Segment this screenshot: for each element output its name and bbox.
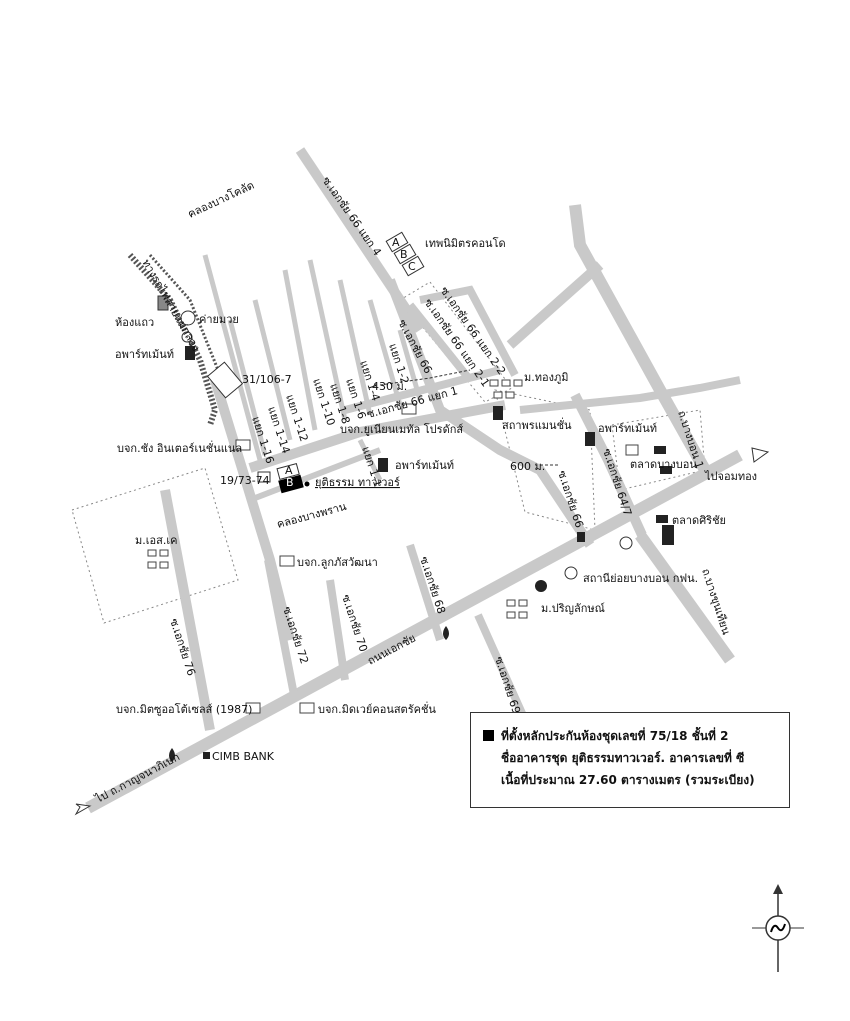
road-bang-khun-thian	[635, 531, 735, 664]
boxing-camp-icon-2	[181, 331, 193, 343]
distance-markers	[379, 369, 560, 466]
target-pin-icon	[304, 481, 310, 487]
label-railway: ทางรถไฟสายแม่กลอง	[139, 257, 202, 353]
post-icon	[577, 532, 585, 542]
label-thong-phum: ม.ทองภูมิ	[524, 371, 568, 384]
label-khlong-bang-kadit: คลองบางโคลัด	[185, 178, 256, 221]
factory-icon	[235, 403, 417, 714]
gas-station-icon	[169, 748, 175, 762]
police-icon	[619, 536, 633, 550]
legend-text-3: เนื้อที่ประมาณ 27.60 ตารางเมตร (รวมระเบี…	[501, 773, 755, 787]
road-crossover	[519, 376, 741, 414]
hospital-icon	[535, 580, 547, 592]
cimb-logo: CIMB BANK	[212, 750, 275, 763]
boxing-camp-icon	[180, 310, 196, 326]
arrow-left-icon	[74, 803, 92, 816]
legend-marker-icon	[483, 730, 494, 741]
label-substation: สถานีย่อยบางบอน กฟน.	[583, 572, 698, 585]
label-union-metal: บจก.ยูเนียนเมทัล โปรดักส์	[340, 422, 463, 436]
building-31-icon	[206, 361, 244, 399]
railway-line	[127, 253, 219, 426]
cimb-logo-icon	[203, 752, 210, 759]
road-ekkachai66-sub21	[406, 302, 474, 383]
legend-line-3: เนื้อที่ประมาณ 27.60 ตารางเมตร (รวมระเบี…	[483, 769, 779, 791]
tower-b-label: B	[286, 476, 294, 489]
road-bangbon1	[569, 204, 711, 473]
tower-a: A	[285, 464, 293, 477]
gas-station-icon-2	[443, 626, 449, 640]
label-distance-600: 600 ม.	[510, 460, 545, 473]
label-talad-bangbon: ตลาดบางบอน	[630, 458, 697, 471]
house-icon	[147, 379, 528, 619]
markers: A B C A B	[74, 231, 770, 816]
road-ekkachai64-7	[570, 392, 647, 538]
road-upper-diagonal	[506, 261, 604, 349]
label-apartment-left: อพาร์ทเม้นท์	[115, 348, 174, 361]
road-ekkachai66-sub22	[419, 285, 519, 377]
label-sathaporn: สถาพรแมนชั่น	[502, 417, 572, 432]
label-yutitham: ยุติธรรม ทาวเวอร์	[315, 476, 400, 489]
road-ekkachai66-sub1-upper	[344, 366, 501, 414]
label-ekkachai66-sub4: ซ.เอกชัย 66 แยก 4	[320, 174, 384, 258]
label-khai-muay: ค่ายมวย	[199, 313, 239, 326]
market-icon	[625, 444, 672, 523]
label-thep-nimit: เทพนิมิตรคอนโด	[425, 236, 506, 250]
boundary-areas	[71, 281, 706, 624]
label-addr-31: 31/106-7	[242, 373, 292, 386]
label-to-kanchana: ไป ถ.กาญจนาภิเษก	[92, 750, 182, 806]
label-parinyalak: ม.ปริญลักษณ์	[541, 602, 605, 615]
label-hong-tae: ห้องแถว	[115, 316, 154, 329]
road-ekkachai66-sub1	[248, 400, 506, 473]
tower-b-block	[278, 474, 304, 494]
shophouse-icon	[157, 295, 169, 311]
legend-line-2: ชื่ออาคารชุด ยุติธรรมทาวเวอร์. อาคารเลขท…	[483, 747, 779, 769]
road-ekkachai70	[326, 579, 349, 681]
label-apartment-right: อพาร์ทเม้นท์	[598, 422, 657, 435]
label-talad-srichai: ตลาดศิริชัย	[672, 514, 726, 527]
road-khlong-bang-phran	[248, 447, 382, 503]
road-ekkachai72	[264, 559, 299, 701]
label-distance-430: 430 ม.	[372, 380, 407, 393]
building-19-icon	[257, 471, 271, 483]
railway-line-2	[148, 254, 220, 371]
label-khlong-bang-phran: คลองบางพราน	[275, 500, 348, 531]
road-ekkachai69	[474, 613, 529, 722]
label-ms-k: ม.เอส.เค	[135, 534, 177, 547]
condo-blocks	[385, 231, 425, 277]
label-ekkachai70: ซ.เอกชัย 70	[339, 593, 370, 654]
label-midway: บจก.มิดเวย์คอนสตรัคชั่น	[318, 701, 436, 716]
substation-icon	[564, 566, 578, 580]
condo-a: A	[392, 236, 400, 249]
road-ekkachai68	[406, 543, 444, 642]
road-ekkachai66	[385, 278, 595, 548]
arrow-right-icon	[751, 447, 770, 463]
label-to-chomthong: ไปจอมทอง	[704, 470, 757, 483]
legend-line-1: ที่ตั้งหลักประกันห้องชุดเลขที่ 75/18 ชั้…	[483, 725, 779, 747]
label-apartment-center: อพาร์ทเม้นท์	[395, 459, 454, 472]
condo-c: C	[408, 260, 416, 273]
label-mitsu: บจก.มิตซูออโต้เซลส์ (1987)	[116, 702, 252, 716]
legend-text-2: ชื่ออาคารชุด ยุติธรรมทาวเวอร์. อาคารเลขท…	[501, 751, 745, 765]
label-ekkachai69: ซ.เอกชัย 69	[492, 655, 523, 716]
label-chang-inter: บจก.ชัง อินเตอร์เนชั่นแนล	[117, 440, 242, 455]
tower-a-block	[276, 462, 300, 480]
legend-box: ที่ตั้งหลักประกันห้องชุดเลขที่ 75/18 ชั้…	[470, 712, 790, 808]
road-ekkachai76	[160, 489, 215, 731]
road-network	[85, 147, 743, 814]
intersection-sign	[662, 525, 674, 545]
apartment-icon	[185, 346, 595, 472]
label-lukphatwattana: บจก.ลูกภัสวัฒนา	[297, 556, 378, 569]
condo-b: B	[400, 248, 408, 261]
compass-icon	[752, 884, 804, 972]
legend-text-1: ที่ตั้งหลักประกันห้องชุดเลขที่ 75/18 ชั้…	[501, 729, 729, 743]
label-addr-19: 19/73-74	[220, 474, 270, 487]
